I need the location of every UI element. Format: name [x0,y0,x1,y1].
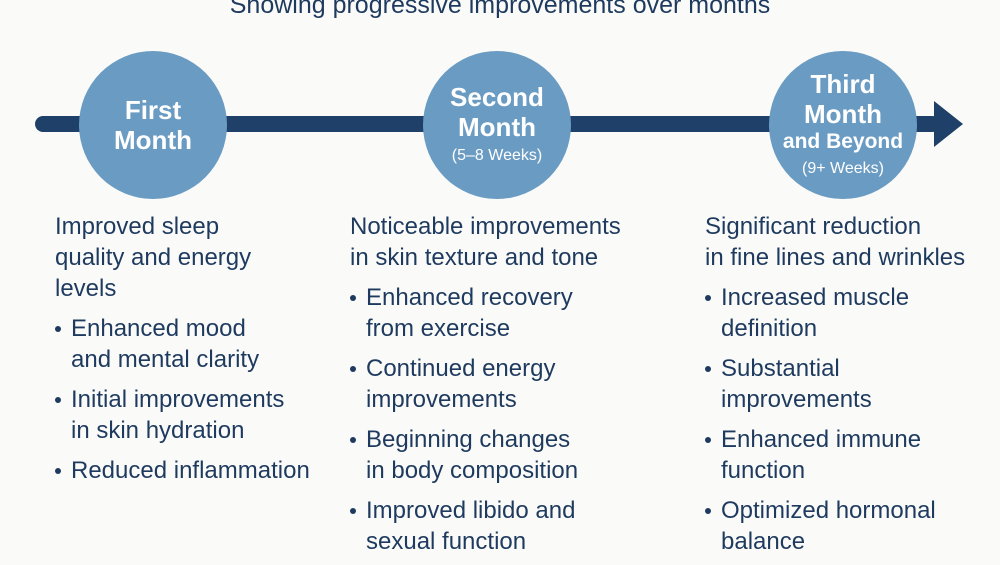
benefit-item: Enhanced immune function [705,424,965,486]
stage-label: First [124,95,182,125]
benefit-line: Beginning changes [366,426,571,453]
stage-details: Significant reduction in fine lines and w… [705,211,965,557]
stage-intro: Significant reduction in fine lines and w… [705,211,965,273]
benefit-item: Reduced inflammation [55,455,310,486]
benefit-line: Initial improvements [71,386,285,413]
stage-weeks: (9+ Weeks) [802,160,884,177]
benefit-line: Continued energy [366,355,556,382]
benefit-line: improvements [721,386,872,413]
benefit-line: in body composition [366,457,579,484]
benefit-line: Enhanced recovery [366,284,573,311]
subtitle: Showing progressive improvements over mo… [229,0,771,19]
stage-weeks: (5–8 Weeks) [451,147,543,164]
benefit-item: Enhanced recovery from exercise [350,282,621,344]
stage-intro: Noticeable improvements in skin texture a… [350,211,621,273]
benefit-item: Continued energy improvements [350,353,621,415]
intro-line: in skin texture and tone [350,244,599,271]
benefit-line: balance [721,528,806,555]
benefit-line: Improved libido and [366,497,576,524]
benefit-item: Optimized hormonal balance [705,495,965,557]
intro-line: Significant reduction [705,213,922,240]
stage-intro: Improved sleep quality and energy levels [55,211,310,304]
benefit-line: Reduced inflammation [71,457,310,484]
benefit-item: Substantial improvements [705,353,965,415]
stage-label: and Beyond [782,130,904,153]
stage-details: Noticeable improvements in skin texture a… [350,211,621,557]
benefit-line: in skin hydration [71,417,245,444]
intro-line: levels [55,275,117,302]
benefit-line: Enhanced immune [721,426,922,453]
benefit-line: Optimized hormonal [721,497,936,524]
benefit-line: improvements [366,386,517,413]
benefit-line: from exercise [366,315,511,342]
benefit-line: Substantial [721,355,840,382]
benefit-item: Initial improvements in skin hydration [55,384,310,446]
stage-label: Month [804,99,882,129]
stage-label: Second [450,82,544,112]
benefit-item: Beginning changes in body composition [350,424,621,486]
stage-label: Month [458,112,536,142]
intro-line: Improved sleep [55,213,220,240]
benefit-item: Enhanced mood and mental clarity [55,313,310,375]
benefit-item: Improved libido and sexual function [350,495,621,557]
intro-line: in fine lines and wrinkles [705,244,966,271]
benefit-item: Increased muscle definition [705,282,965,344]
benefit-line: definition [721,315,818,342]
stage-label: Month [114,125,192,155]
arrow-head-icon [934,101,963,147]
benefit-line: function [721,457,806,484]
benefit-line: and mental clarity [71,346,260,373]
benefit-line: Increased muscle [721,284,910,311]
intro-line: quality and energy [55,244,252,271]
intro-line: Noticeable improvements [350,213,621,240]
benefit-line: sexual function [366,528,527,555]
stage-label: Third [810,69,876,99]
benefit-line: Enhanced mood [71,315,246,342]
